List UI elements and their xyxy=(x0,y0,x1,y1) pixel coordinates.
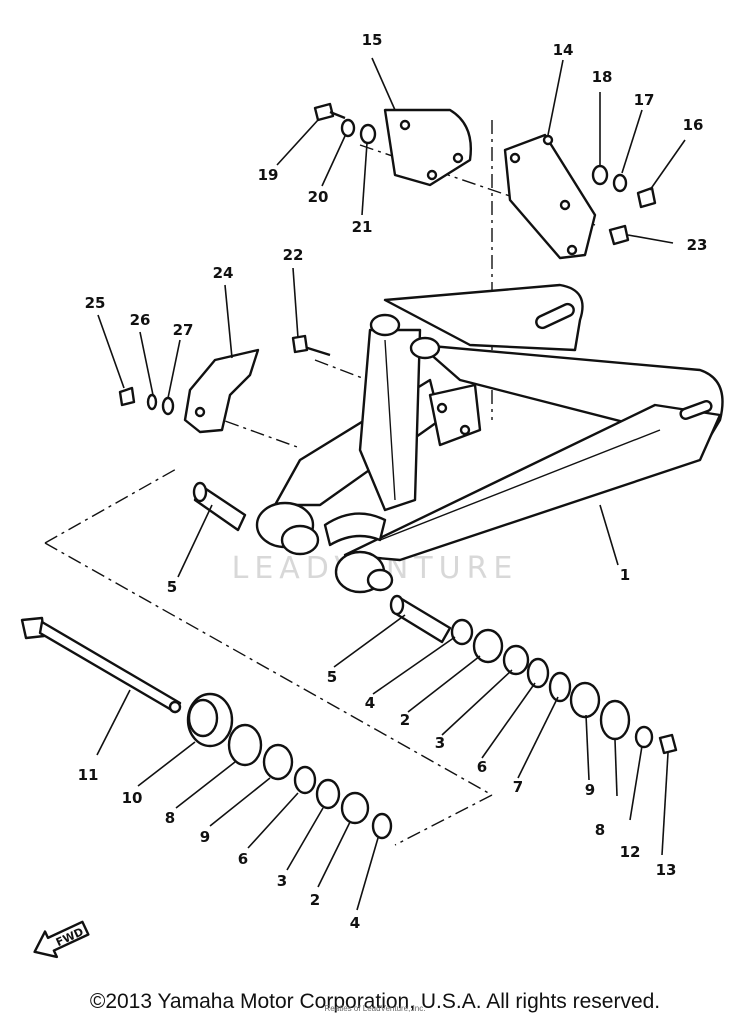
callout-1: 1 xyxy=(620,566,630,584)
axle-bolt xyxy=(20,616,182,714)
callout-6b: 6 xyxy=(238,850,248,868)
leader-lines xyxy=(96,57,686,911)
callout-25: 25 xyxy=(85,294,106,312)
forward-arrow-icon: FWD xyxy=(33,920,90,959)
callout-8b: 8 xyxy=(165,809,175,827)
callout-6a: 6 xyxy=(477,758,487,776)
callout-2a: 2 xyxy=(400,711,410,729)
callout-22: 22 xyxy=(283,246,304,264)
callout-20: 20 xyxy=(308,188,329,206)
callout-27: 27 xyxy=(173,321,194,339)
callout-13: 13 xyxy=(656,861,677,879)
callout-16: 16 xyxy=(683,116,704,134)
callout-5b: 5 xyxy=(327,668,337,686)
bushings xyxy=(192,481,452,644)
bracket-24 xyxy=(183,348,260,434)
callout-9b: 9 xyxy=(200,828,210,846)
callout-4a: 4 xyxy=(365,694,375,712)
callout-3b: 3 xyxy=(277,872,287,890)
callout-14: 14 xyxy=(553,41,574,59)
callout-7: 7 xyxy=(513,778,523,796)
swing-arm xyxy=(255,283,724,594)
callout-5a: 5 xyxy=(167,578,177,596)
bracket-cover xyxy=(383,108,472,187)
callout-26: 26 xyxy=(130,311,151,329)
callout-3a: 3 xyxy=(435,734,445,752)
callout-17: 17 xyxy=(634,91,655,109)
left-bearing-stack xyxy=(186,692,393,840)
callout-23: 23 xyxy=(687,236,708,254)
callout-9a: 9 xyxy=(585,781,595,799)
callout-15: 15 xyxy=(362,31,383,49)
callout-4b: 4 xyxy=(350,914,360,932)
callout-8a: 8 xyxy=(595,821,605,839)
callout-11: 11 xyxy=(78,766,99,784)
callout-2b: 2 xyxy=(310,891,320,909)
callout-12: 12 xyxy=(620,843,641,861)
callout-24: 24 xyxy=(213,264,234,282)
callout-10: 10 xyxy=(122,789,143,807)
sub-note: Reaties of LeadVenture, Inc. xyxy=(324,1004,426,1013)
callout-21: 21 xyxy=(352,218,373,236)
bracket-plate xyxy=(503,133,597,260)
callout-18: 18 xyxy=(592,68,613,86)
copyright-notice: ©2013 Yamaha Motor Corporation, U.S.A. A… xyxy=(89,990,661,1013)
callout-labels: 15 14 18 17 16 23 19 20 21 22 24 25 26 2… xyxy=(78,31,708,932)
callout-19: 19 xyxy=(258,166,279,184)
top-hardware xyxy=(118,102,657,416)
right-bearing-stack xyxy=(450,618,678,755)
